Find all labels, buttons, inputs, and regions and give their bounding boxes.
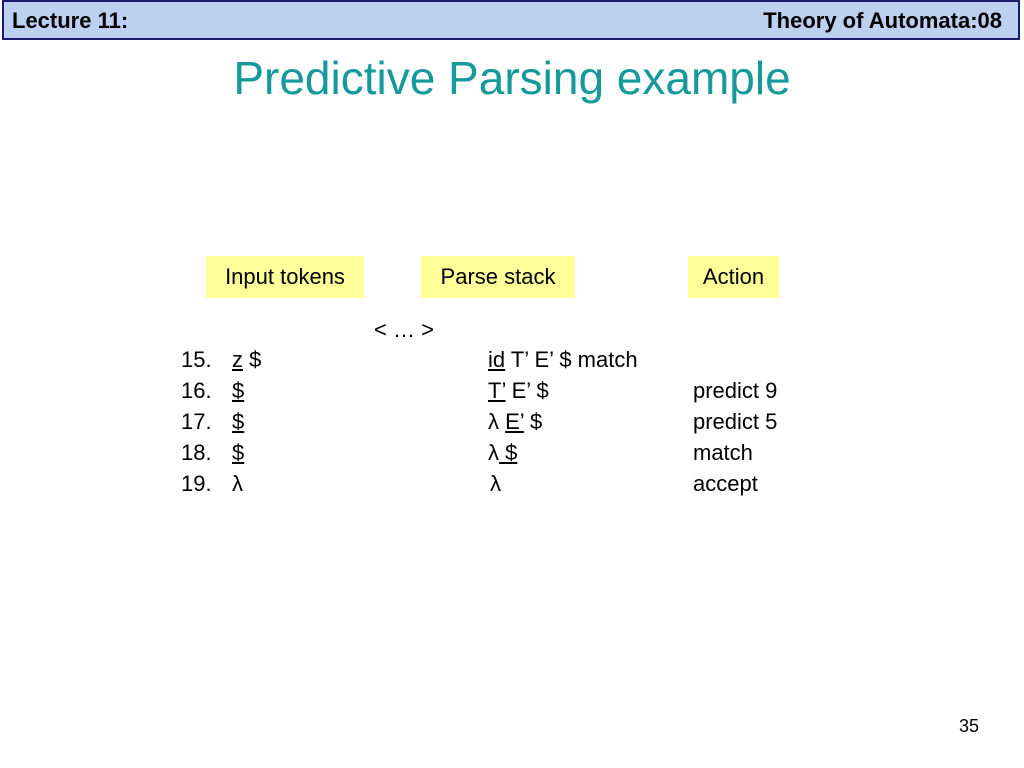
slide-number: 35	[958, 716, 979, 736]
course-label: Theory of Automata:08	[763, 8, 1002, 33]
row-input: $	[232, 409, 245, 434]
row-stack: λ $	[488, 440, 518, 465]
lecture-label: Lecture 11:	[12, 8, 129, 33]
row-action: predict 5	[693, 409, 778, 434]
slide-header: Lecture 11: Theory of Automata:08	[2, 0, 1020, 40]
row-input: z $	[232, 347, 262, 372]
parse-stack-label: Parse stack	[421, 256, 575, 298]
row-action: accept	[693, 471, 758, 496]
row-stack: λ E’ $	[488, 409, 543, 434]
row-input: $	[232, 440, 245, 465]
row-stack: id T’ E’ $ match	[488, 347, 638, 372]
row-number: 15.	[181, 347, 212, 372]
slide-title: Predictive Parsing example	[233, 52, 791, 104]
row-number: 16.	[181, 378, 212, 403]
row-number: 17.	[181, 409, 212, 434]
row-stack: λ	[490, 471, 501, 496]
row-action: match	[693, 440, 753, 465]
ellipsis-marker: < … >	[374, 317, 434, 342]
row-input: $	[232, 378, 245, 403]
input-tokens-label: Input tokens	[206, 256, 364, 298]
row-action: predict 9	[693, 378, 778, 403]
row-number: 19.	[181, 471, 212, 496]
row-number: 18.	[181, 440, 212, 465]
row-stack: T’ E’ $	[488, 378, 549, 403]
row-input: λ	[232, 471, 243, 496]
action-label: Action	[688, 256, 779, 298]
